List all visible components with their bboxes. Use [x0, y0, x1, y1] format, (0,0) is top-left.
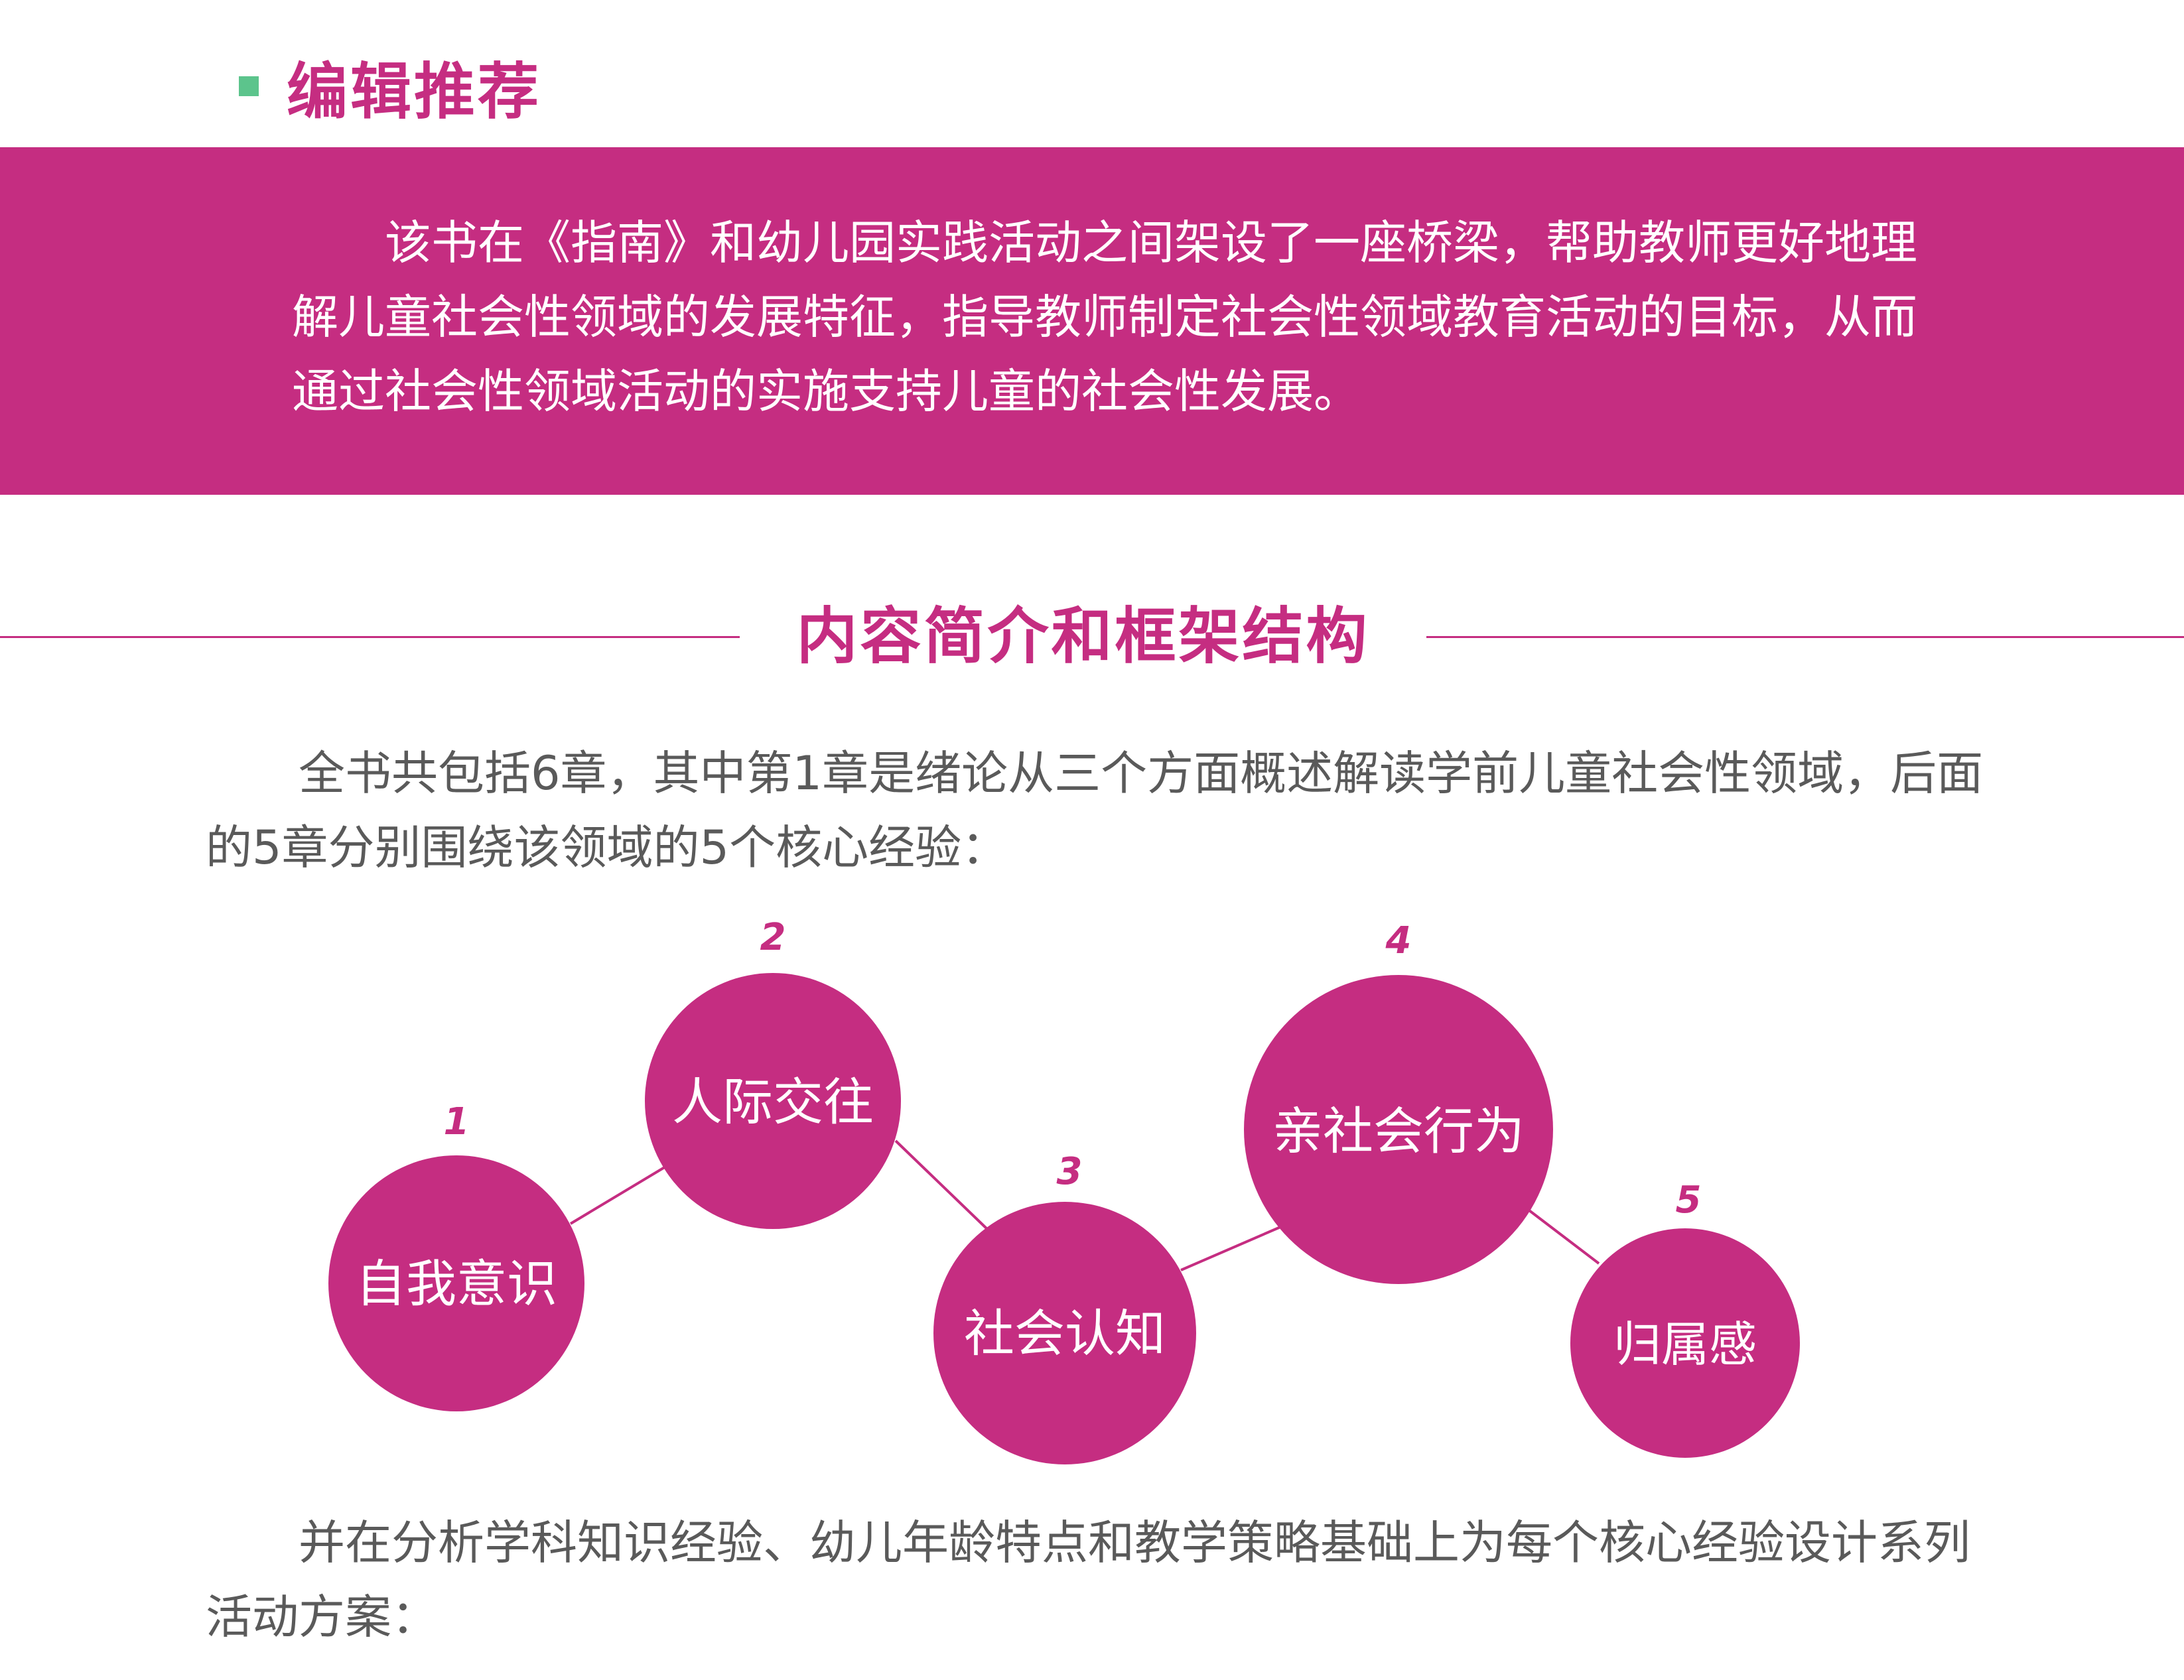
intro-paragraph: 全书共包括6章，其中第1章是绪论从三个方面概述解读学前儿童社会性领域，后面的5章…: [206, 746, 1984, 875]
node-label: 归属感: [1613, 1317, 1757, 1372]
connector-lines: [569, 1139, 1600, 1271]
node-number: 2: [760, 916, 786, 959]
editor-recommendation-band: [0, 147, 2184, 495]
node-circle: [1570, 1228, 1800, 1458]
connector-1-2: [569, 1163, 671, 1225]
node-circle: [645, 973, 901, 1229]
outro-paragraph: 并在分析学科知识经验、幼儿年龄特点和教学策略基础上为每个核心经验设计系列活动方案…: [206, 1516, 1970, 1644]
node-circle: [1244, 975, 1553, 1284]
node-1: 1 自我意识: [328, 1100, 584, 1411]
node-label: 人际交往: [672, 1072, 874, 1131]
heading-divider-left: [0, 636, 740, 638]
connector-2-3: [894, 1139, 990, 1232]
editor-paragraph: 该书在《指南》和幼儿园实践活动之间架设了一座桥梁，帮助教师更好地理解儿童社会性领…: [292, 216, 1917, 419]
node-circle: [328, 1155, 584, 1411]
node-label: 亲社会行为: [1272, 1102, 1525, 1161]
section-heading: 内容简介和框架结构: [0, 600, 2184, 673]
connector-4-5: [1528, 1209, 1600, 1265]
node-number: 1: [444, 1100, 470, 1143]
node-3: 3 社会认知: [933, 1150, 1196, 1464]
node-number: 5: [1676, 1179, 1702, 1222]
heading-divider-right: [1426, 636, 2184, 638]
connector-3-4: [1180, 1226, 1281, 1271]
core-experience-diagram: 1 自我意识 2 人际交往 3 社会认知 4 亲社会行为 5 归属感: [328, 916, 1800, 1464]
editor-header: 编辑推荐: [239, 40, 541, 133]
node-2: 2 人际交往: [645, 916, 901, 1229]
bullet-square-icon: [239, 76, 259, 96]
node-number: 3: [1057, 1150, 1083, 1193]
node-number: 4: [1385, 919, 1412, 962]
node-label: 社会认知: [964, 1304, 1166, 1363]
editor-title: 编辑推荐: [287, 56, 542, 127]
node-label: 自我意识: [356, 1254, 557, 1313]
section-title: 内容简介和框架结构: [796, 601, 1370, 672]
node-circle: [933, 1202, 1196, 1464]
node-5: 5 归属感: [1570, 1179, 1800, 1458]
node-4: 4 亲社会行为: [1244, 919, 1553, 1284]
